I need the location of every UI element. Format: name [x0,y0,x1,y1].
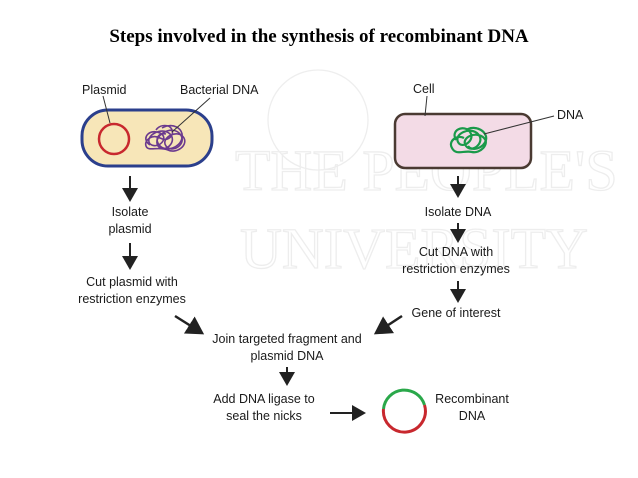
bacterial-dna-pointer [171,97,211,133]
dna-label: DNA [557,108,584,122]
bacterial-dna-label: Bacterial DNA [180,83,259,97]
cut-dna-line-2: restriction enzymes [402,262,510,276]
recombinant-line-1: Recombinant [435,392,509,406]
plasmid-ring [97,122,131,156]
isolate-plasmid-line-2: plasmid [108,222,151,236]
plasmid-label: Plasmid [82,83,127,97]
recombinant-line-2: DNA [459,409,486,423]
cell-label: Cell [413,82,435,96]
isolate-plasmid-line-1: Isolate [112,205,149,219]
bacterial-dna-coil [144,124,186,152]
cell-dna-coil [449,127,487,154]
plasmid-pointer [102,95,111,124]
dna-pointer [483,115,555,135]
bacterial-dna-coil-2 [156,124,183,150]
cut-plasmid-line-1: Cut plasmid with [86,275,178,289]
bacterium [80,108,214,168]
cell-pointer [424,95,428,117]
join-line-1: Join targeted fragment and [212,332,361,346]
join-line-2: plasmid DNA [251,349,325,363]
recombinant-insert-arc [382,388,426,410]
cell-dna-coil-2 [465,126,488,150]
add-ligase-line-1: Add DNA ligase to [213,392,314,406]
recombinant-plasmid-arc [381,404,427,434]
recombinant-dna-ring [381,388,427,434]
eukaryotic-cell [393,112,533,170]
cell-membrane [393,112,533,170]
gene-of-interest-label: Gene of interest [412,306,501,320]
isolate-dna-label: Isolate DNA [425,205,492,219]
diagram-title: Steps involved in the synthesis of recom… [109,26,529,47]
arrow-gene-to-join [373,314,403,335]
arrow-cut-plasmid-to-join [174,314,205,335]
bacterium-cell-wall [80,108,214,168]
watermark-line-2: UNIVERSITY [240,216,588,281]
cut-dna-line-1: Cut DNA with [419,245,493,259]
add-ligase-line-2: seal the nicks [226,409,302,423]
cut-plasmid-line-2: restriction enzymes [78,292,186,306]
